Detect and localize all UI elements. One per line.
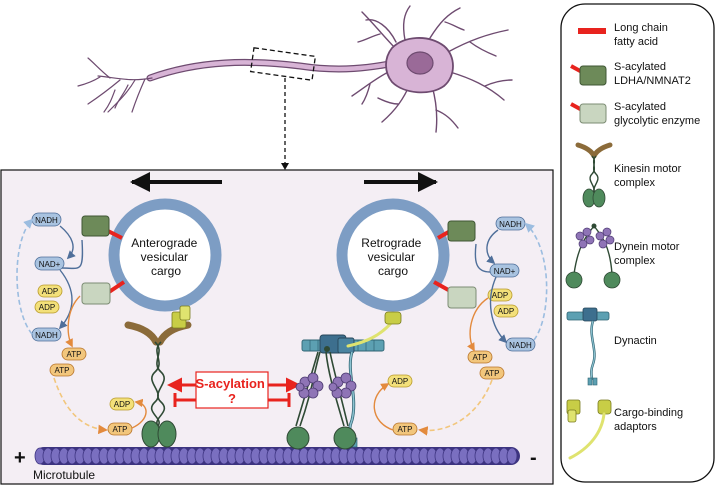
microtubule: [34, 447, 520, 465]
atp-left-2: ATP: [49, 363, 75, 377]
svg-text:ATP: ATP: [67, 350, 82, 359]
kinesin-icon: [575, 142, 613, 208]
nadh-recycle-arrow-left: [16, 218, 34, 335]
ldha-nmnat2-right: [447, 220, 476, 242]
nadh-right-top: NADH: [495, 216, 526, 231]
adp-right-1: ADP: [487, 288, 513, 302]
atp-right-2: ATP: [479, 366, 505, 380]
zoom-box: [249, 47, 317, 81]
nadh-left-top: NADH: [31, 212, 62, 227]
zoom-pointer-head: [281, 163, 289, 170]
s-acylation-inhibit-left: [173, 393, 196, 407]
dynein-icon: [565, 223, 621, 289]
dynein-motor: [286, 346, 357, 450]
ldha-nmnat2-left: [81, 215, 110, 237]
atp-hydrolysis-arrow-left: [131, 398, 147, 429]
dynactin-icon: [566, 307, 610, 386]
svg-text:NAD+: NAD+: [39, 260, 61, 269]
axon-terminal: [77, 57, 153, 113]
microtubule-segment: [506, 447, 518, 465]
adp-left-3: ADP: [109, 397, 135, 411]
nadh-return-arrow-right: [474, 243, 491, 273]
glycolytic-enzyme-left: [81, 282, 111, 305]
s-acylation-inhibit-right: [268, 393, 291, 407]
nad-plus-right: NAD+: [489, 263, 520, 278]
svg-text:NAD+: NAD+: [494, 267, 516, 276]
svg-text:ATP: ATP: [113, 425, 128, 434]
s-acylation-label: S-acylation ?: [196, 376, 269, 406]
glycolytic-enzyme-right: [447, 286, 477, 309]
adp-right-2: ADP: [493, 304, 519, 318]
svg-text:NADH: NADH: [35, 331, 58, 340]
atp-hydrolysis-arrow-right: [373, 383, 394, 431]
kinesin-adaptor: [171, 305, 191, 329]
adp-left-1: ADP: [37, 284, 63, 298]
svg-text:ADP: ADP: [498, 307, 514, 316]
s-acylation-box: [195, 371, 269, 409]
microtubule-plus-end: +: [14, 447, 26, 469]
svg-text:ATP: ATP: [473, 353, 488, 362]
svg-text:ATP: ATP: [55, 366, 70, 375]
adp-to-atp-arrow-left: [65, 295, 81, 348]
ldha-nmnat2-icon: [570, 64, 607, 86]
svg-text:NADH: NADH: [499, 220, 522, 229]
nad-to-nadh-arrow-right: [489, 276, 508, 344]
adp-right-3: ADP: [387, 374, 413, 388]
adp-to-atp-arrow-right: [467, 297, 489, 352]
anterograde-vesicle-label: Anterograde vesicular cargo: [131, 236, 200, 278]
retrograde-vesicle: [336, 198, 450, 312]
adaptor-icon: [566, 399, 612, 460]
atp-right-3: ATP: [392, 422, 418, 436]
legend-item-dynactin: Dynactin: [566, 307, 657, 386]
nad-reduction-arrow-right: [486, 229, 499, 265]
anterograde-vesicle: [108, 198, 222, 312]
microtubule-label: Microtubule: [33, 468, 95, 482]
svg-text:ATP: ATP: [485, 369, 500, 378]
svg-text:ADP: ADP: [39, 303, 55, 312]
nadh-recycle-arrow-right: [524, 222, 548, 341]
atp-transfer-arrow-right: [418, 379, 493, 436]
dynein-adaptor: [346, 311, 402, 348]
svg-text:ATP: ATP: [398, 425, 413, 434]
nadh-return-arrow-left: [61, 239, 84, 270]
neuron-nucleus: [406, 51, 434, 75]
svg-text:NADH: NADH: [35, 216, 58, 225]
svg-text:ADP: ADP: [42, 287, 58, 296]
microtubule-minus-end: -: [530, 447, 537, 469]
nad-to-nadh-arrow-left: [58, 269, 73, 330]
svg-text:ADP: ADP: [392, 377, 408, 386]
fatty-acid-icon: [578, 28, 606, 34]
nadh-left-bottom: NADH: [31, 327, 62, 342]
glycolytic-enzyme-icon: [570, 102, 607, 124]
nad-reduction-arrow-left: [59, 225, 76, 260]
atp-left-3: ATP: [107, 422, 133, 436]
nad-plus-left: NAD+: [34, 256, 65, 271]
atp-right-1: ATP: [467, 350, 493, 364]
svg-text:NADH: NADH: [509, 341, 532, 350]
svg-text:Dynactin: Dynactin: [614, 335, 657, 347]
adp-left-2: ADP: [34, 300, 60, 314]
retrograde-vesicle-label: Retrograde vesicular cargo: [361, 236, 424, 278]
svg-text:ADP: ADP: [492, 291, 508, 300]
atp-transfer-arrow-left: [53, 377, 108, 435]
atp-left-1: ATP: [61, 347, 87, 361]
svg-text:ADP: ADP: [114, 400, 130, 409]
neuron: [77, 5, 513, 133]
nadh-right-bottom: NADH: [505, 337, 536, 352]
